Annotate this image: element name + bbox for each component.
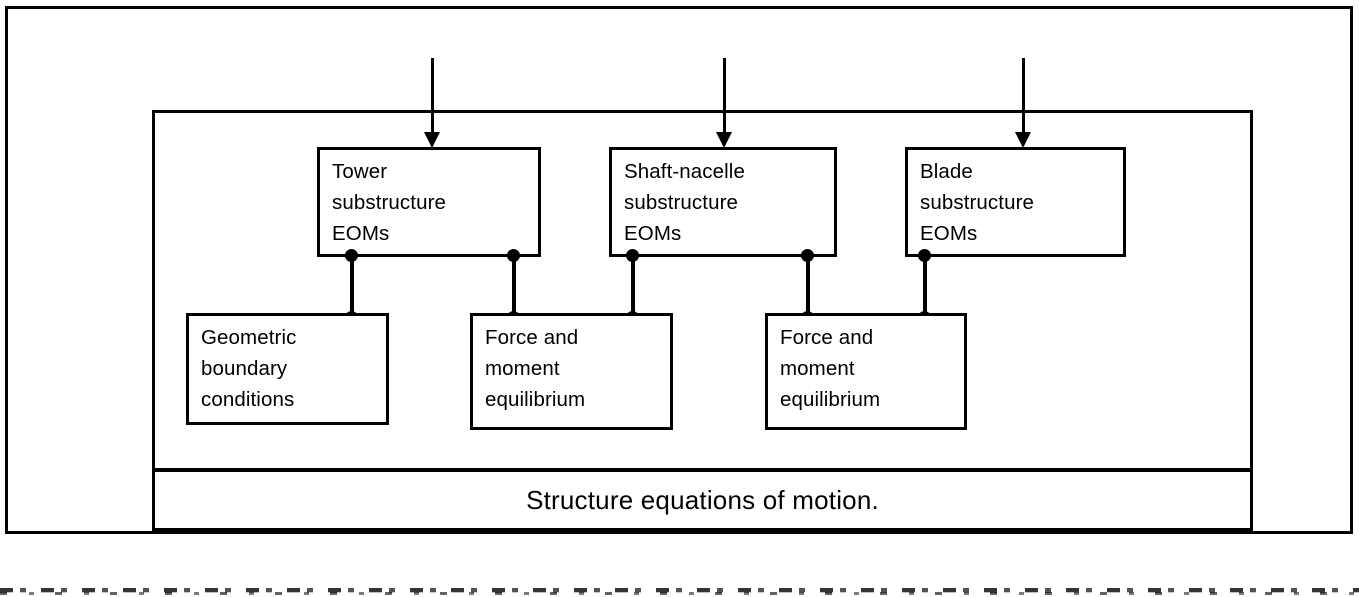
geometric-boundary-conditions-line-3: conditions bbox=[201, 388, 295, 411]
tower-input-arrow-head bbox=[424, 132, 440, 148]
geometric-boundary-conditions-line-1: Geometric bbox=[201, 326, 297, 349]
blade-substructure-line-2: substructure bbox=[920, 191, 1034, 214]
shaft-nacelle-substructure-line-2: substructure bbox=[624, 191, 738, 214]
scan-artifact-strip-secondary bbox=[0, 592, 1359, 595]
geometric-boundary-conditions-line-2: boundary bbox=[201, 357, 288, 380]
force-moment-equilibrium-2-line-3: equilibrium bbox=[780, 388, 881, 411]
connector-dot-icon bbox=[626, 249, 639, 262]
force-and-moment-equilibrium-box-2[interactable]: Force and moment equilibrium bbox=[765, 313, 967, 430]
figure-caption: Structure equations of motion. bbox=[526, 485, 879, 515]
structure-module-frame bbox=[152, 110, 1253, 531]
force-moment-equilibrium-2-line-1: Force and bbox=[780, 326, 874, 349]
connector-dot-icon bbox=[801, 249, 814, 262]
shaft-nacelle-substructure-line-1: Shaft-nacelle bbox=[624, 160, 745, 183]
blade-input-arrow-shaft bbox=[1022, 58, 1025, 136]
connector-shaft-nacelle-to-force-moment-equilibrium-2 bbox=[806, 255, 810, 317]
connector-blade-to-force-moment-equilibrium-2 bbox=[923, 255, 927, 317]
outer-frame bbox=[5, 6, 1353, 534]
connector-tower-to-geometric-boundary-conditions bbox=[350, 255, 354, 317]
connector-tower-to-force-moment-equilibrium-1 bbox=[512, 255, 516, 317]
tower-substructure-line-3: EOMs bbox=[332, 222, 390, 245]
force-moment-equilibrium-1-line-2: moment bbox=[485, 357, 560, 380]
tower-substructure-eoms-box[interactable]: Tower substructure EOMs bbox=[317, 147, 541, 257]
geometric-boundary-conditions-box[interactable]: Geometric boundary conditions bbox=[186, 313, 389, 425]
force-moment-equilibrium-1-line-3: equilibrium bbox=[485, 388, 586, 411]
blade-substructure-eoms-box[interactable]: Blade substructure EOMs bbox=[905, 147, 1126, 257]
connector-shaft-nacelle-to-force-moment-equilibrium-1 bbox=[631, 255, 635, 317]
blade-substructure-line-3: EOMs bbox=[920, 222, 978, 245]
connector-dot-icon bbox=[345, 249, 358, 262]
caption-divider bbox=[152, 468, 1253, 472]
blade-substructure-line-1: Blade bbox=[920, 160, 973, 183]
shaft-nacelle-substructure-line-3: EOMs bbox=[624, 222, 682, 245]
connector-dot-icon bbox=[918, 249, 931, 262]
blade-input-arrow-head bbox=[1015, 132, 1031, 148]
force-moment-equilibrium-1-line-1: Force and bbox=[485, 326, 579, 349]
force-and-moment-equilibrium-box-1[interactable]: Force and moment equilibrium bbox=[470, 313, 673, 430]
force-moment-equilibrium-2-line-2: moment bbox=[780, 357, 855, 380]
shaft-nacelle-input-arrow-head bbox=[716, 132, 732, 148]
shaft-nacelle-input-arrow-shaft bbox=[723, 58, 726, 136]
tower-substructure-line-2: substructure bbox=[332, 191, 446, 214]
scan-artifact-strip bbox=[0, 588, 1359, 593]
tower-substructure-line-1: Tower bbox=[332, 160, 388, 183]
tower-input-arrow-shaft bbox=[431, 58, 434, 136]
shaft-nacelle-substructure-eoms-box[interactable]: Shaft-nacelle substructure EOMs bbox=[609, 147, 837, 257]
connector-dot-icon bbox=[507, 249, 520, 262]
